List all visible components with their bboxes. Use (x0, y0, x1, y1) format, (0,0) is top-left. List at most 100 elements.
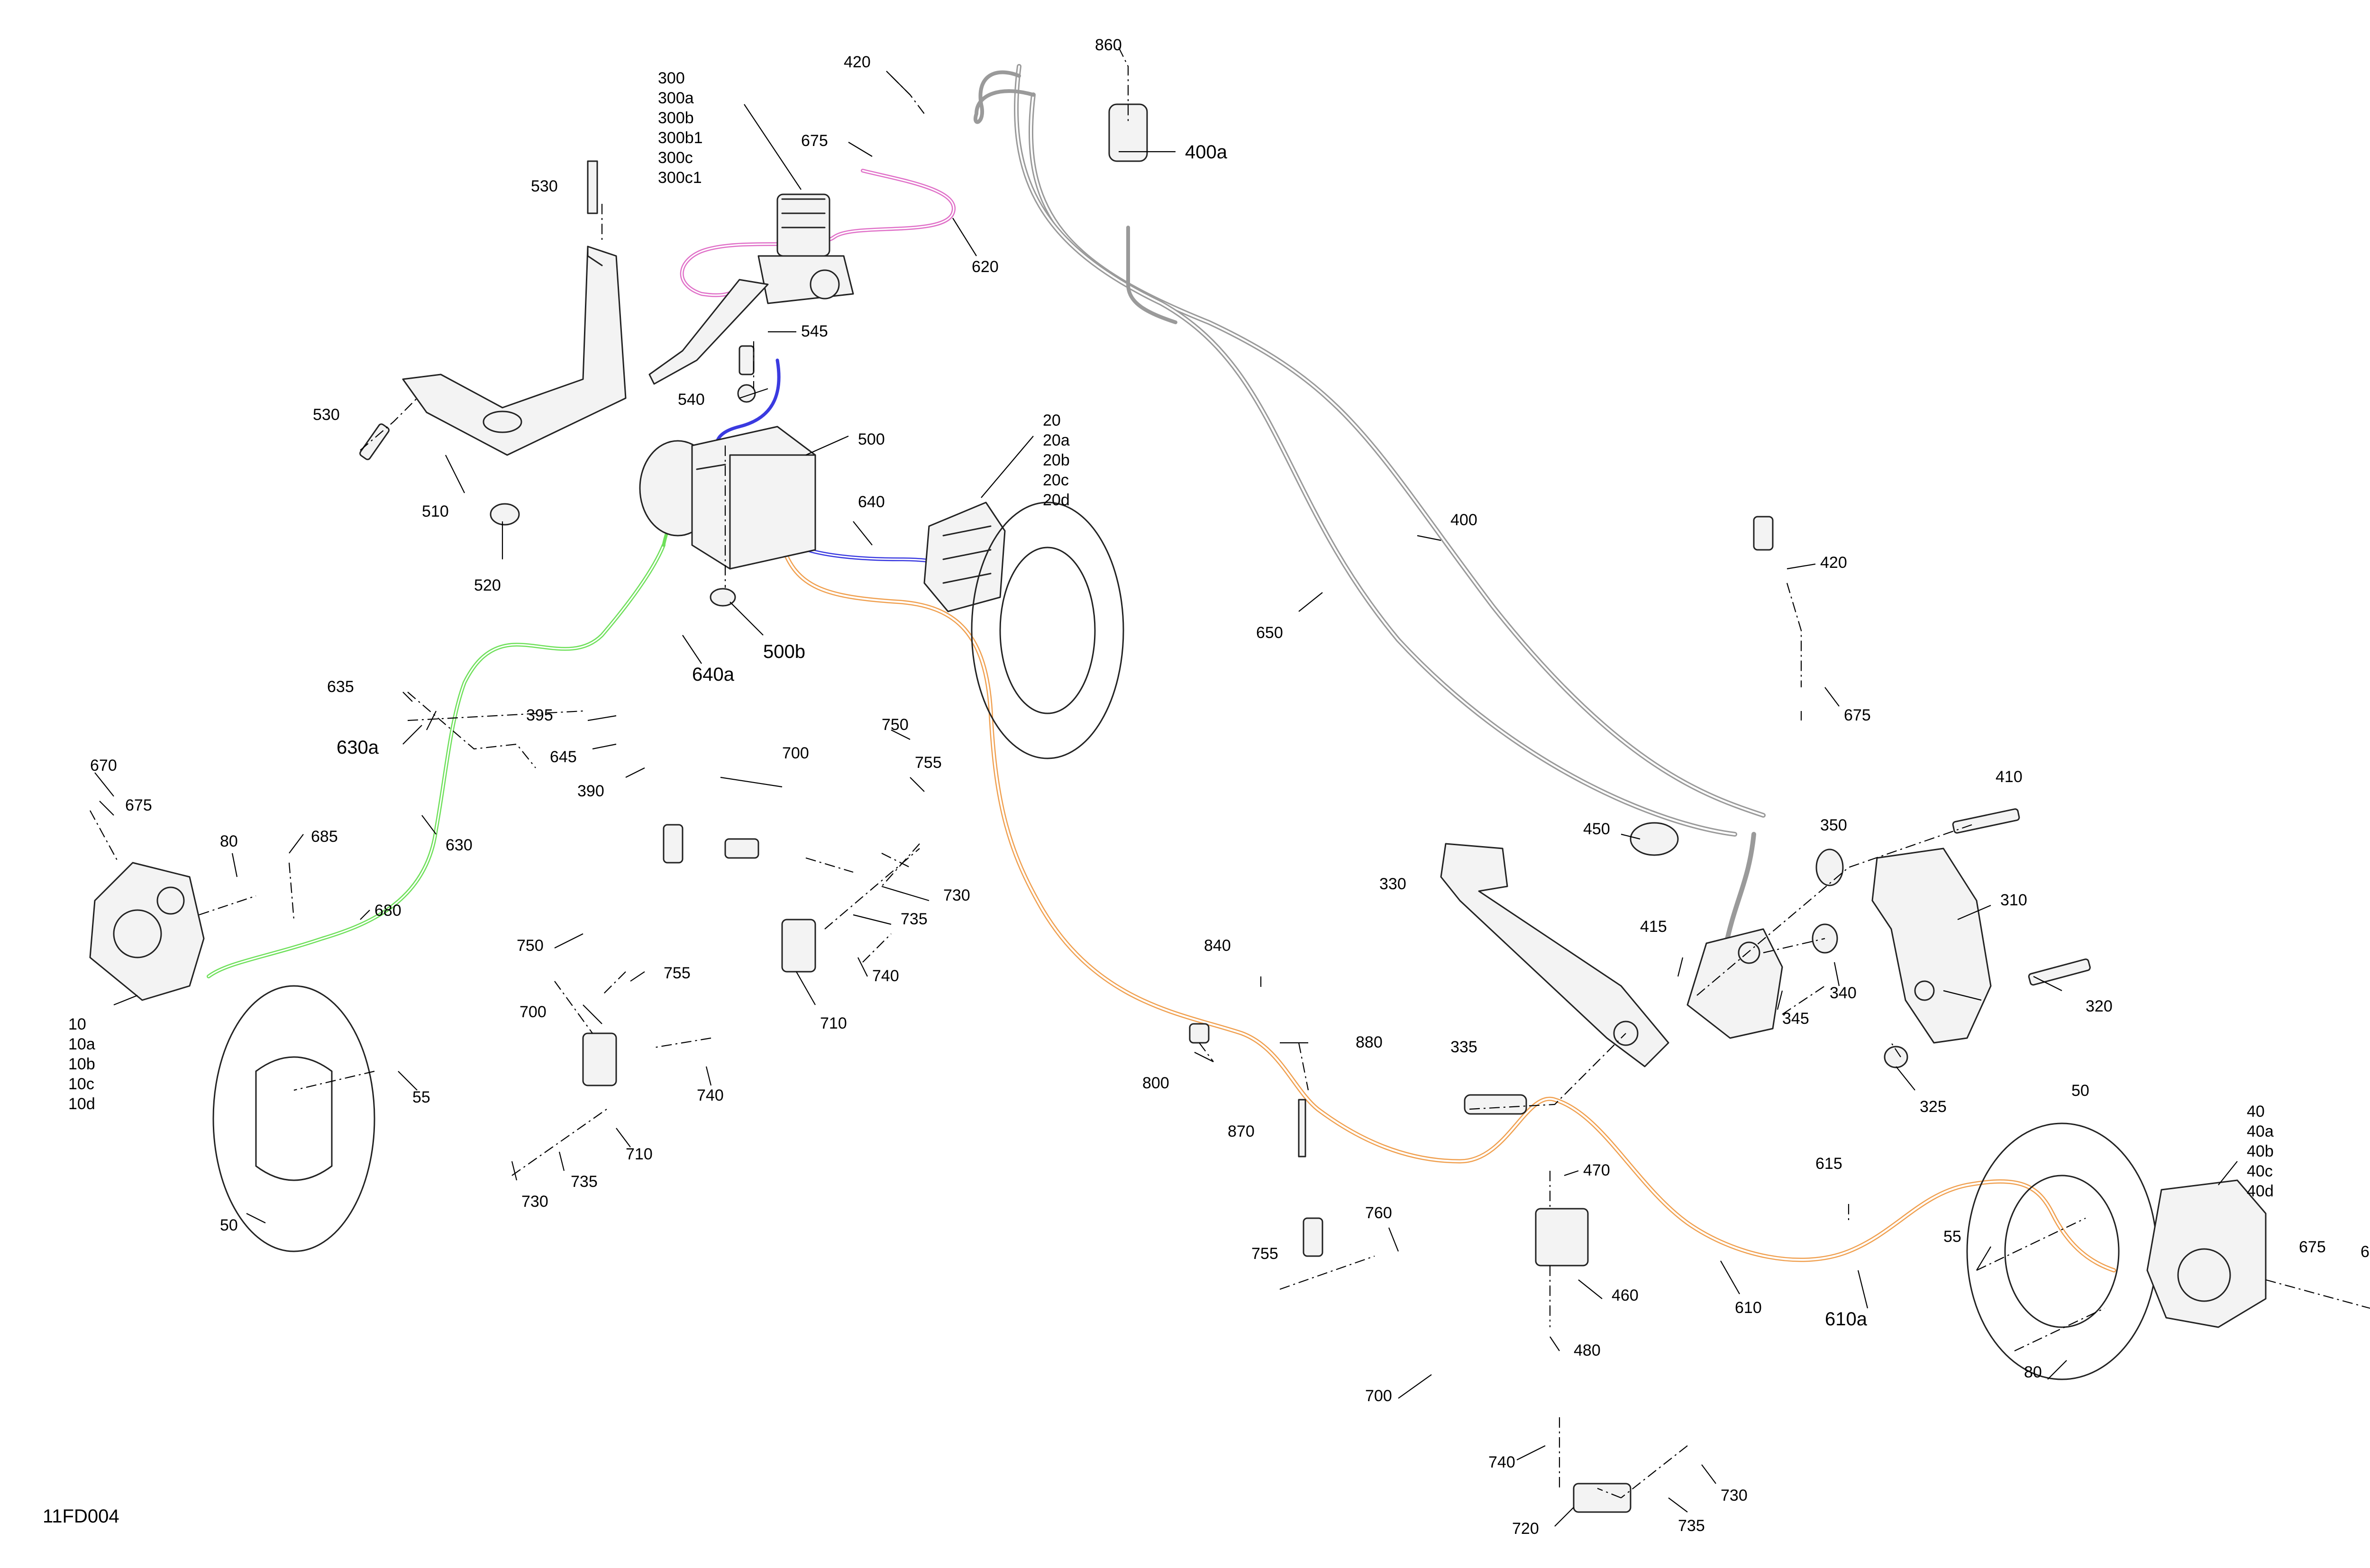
connector-700a (663, 824, 684, 864)
label-20c: 20c (1043, 471, 1069, 489)
label-520: 520 (474, 576, 501, 594)
bolt-410 (1952, 808, 2020, 834)
label-840: 840 (1204, 937, 1231, 955)
label-20a: 20a (1043, 431, 1070, 449)
hoses (207, 64, 2116, 1273)
pedal-330 (1440, 843, 1669, 1067)
label-635: 635 (327, 678, 354, 696)
bolt-320 (2028, 958, 2091, 986)
label-700a: 700 (782, 744, 809, 762)
label-480: 480 (1574, 1341, 1601, 1359)
label-500b: 500b (763, 641, 805, 662)
label-10b: 10b (68, 1055, 95, 1073)
label-50a: 50 (220, 1216, 238, 1234)
label-410: 410 (1996, 768, 2023, 786)
label-420b: 420 (1820, 554, 1847, 572)
label-395: 395 (526, 706, 553, 724)
switch-450 (1630, 822, 1679, 856)
label-350: 350 (1820, 816, 1847, 834)
label-880: 880 (1356, 1033, 1383, 1051)
pin-870 (1298, 1099, 1306, 1158)
bracket-510 (402, 246, 627, 456)
label-420a: 420 (844, 53, 871, 71)
label-755c: 755 (1251, 1245, 1278, 1263)
label-470: 470 (1583, 1161, 1610, 1179)
label-755b: 755 (664, 964, 691, 982)
disc-50-right (1966, 1122, 2158, 1380)
label-40c: 40c (2247, 1162, 2273, 1180)
label-620: 620 (972, 258, 999, 276)
callout-labels: 300 300a 300b 300b1 300c 300c1 420 675 8… (43, 36, 2370, 1538)
label-10a: 10a (68, 1035, 95, 1053)
label-80a: 80 (220, 832, 238, 850)
label-800: 800 (1142, 1074, 1169, 1092)
nut-325 (1884, 1046, 1908, 1068)
label-675a: 675 (801, 132, 828, 150)
hose-400-lower (1723, 832, 1756, 950)
hose-400 (1028, 92, 1766, 818)
label-740b: 740 (697, 1086, 724, 1104)
label-730b: 730 (521, 1193, 548, 1211)
label-730a: 730 (943, 886, 970, 904)
label-610: 610 (1735, 1299, 1762, 1317)
label-540: 540 (678, 391, 705, 409)
label-530b: 530 (313, 406, 340, 424)
parts (89, 103, 2267, 1513)
label-10d: 10d (68, 1095, 95, 1113)
label-20: 20 (1043, 411, 1061, 429)
label-750b: 750 (517, 937, 544, 955)
caliper-20 (923, 501, 1006, 612)
grommet-500b (710, 588, 736, 607)
hose-610-inner (781, 544, 2115, 1271)
abs-module-500 (639, 345, 816, 570)
label-750a: 750 (882, 716, 909, 734)
master-cylinder-300 (648, 193, 854, 385)
label-630a: 630a (337, 737, 379, 758)
label-645: 645 (550, 748, 577, 766)
label-400a: 400a (1185, 142, 1228, 163)
label-10: 10 (68, 1015, 86, 1033)
label-300a: 300a (658, 89, 694, 107)
label-415: 415 (1640, 918, 1667, 936)
label-335: 335 (1450, 1038, 1477, 1056)
label-650: 650 (1256, 624, 1283, 642)
hose-400a-drop (1126, 226, 1177, 324)
rear-master-cylinder (1686, 928, 1783, 1039)
reservoir-400a (1108, 103, 1148, 162)
hose-650-inner (1015, 65, 1736, 835)
label-450: 450 (1583, 820, 1610, 838)
label-300b1: 300b1 (658, 129, 703, 147)
label-55b: 55 (1943, 1228, 1961, 1246)
label-510: 510 (422, 502, 449, 520)
label-730c: 730 (1721, 1486, 1748, 1504)
label-870: 870 (1228, 1122, 1255, 1140)
label-680: 680 (374, 902, 401, 920)
grommet-520 (490, 503, 520, 526)
label-640a: 640a (692, 664, 735, 685)
label-670a: 670 (90, 757, 117, 775)
label-40: 40 (2247, 1103, 2265, 1121)
label-700b: 700 (520, 1003, 547, 1021)
label-40a: 40a (2247, 1122, 2274, 1140)
label-20d: 20d (1043, 491, 1070, 509)
bracket-310 (1871, 848, 1992, 1044)
label-50b: 50 (2071, 1082, 2089, 1100)
sensor-710b (781, 919, 816, 973)
leader-lines (90, 47, 2370, 1527)
label-700c: 700 (1365, 1387, 1392, 1405)
hose-630 (207, 543, 665, 978)
label-740c: 740 (1488, 1453, 1515, 1471)
label-20b: 20b (1043, 451, 1070, 469)
label-860: 860 (1095, 36, 1122, 54)
diagram-id: 11FD004 (43, 1506, 119, 1527)
front-disc (971, 501, 1124, 759)
sensor-460 (1535, 1208, 1589, 1267)
label-710a: 710 (820, 1014, 847, 1032)
label-735c: 735 (1678, 1517, 1705, 1535)
label-675c: 675 (125, 796, 152, 814)
bolt-530a (587, 160, 598, 214)
label-670b: 670 (2361, 1243, 2370, 1261)
sensor-720 (1573, 1483, 1632, 1513)
label-760: 760 (1365, 1204, 1392, 1222)
label-55a: 55 (412, 1088, 430, 1106)
